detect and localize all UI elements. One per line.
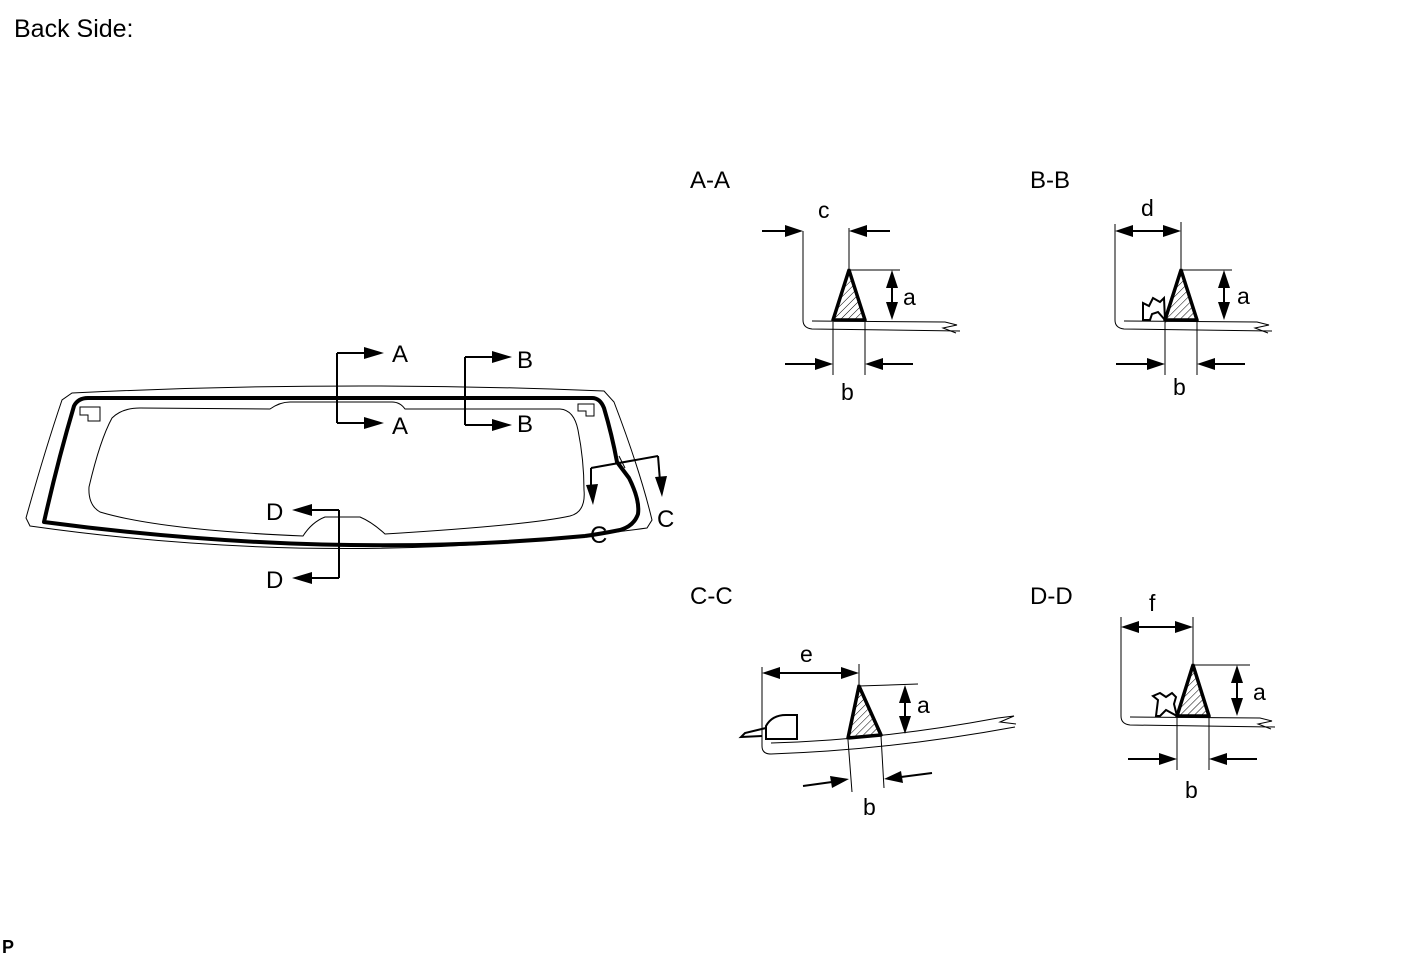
footer-code: P xyxy=(2,937,14,957)
dim-label-e: e xyxy=(800,641,813,667)
section-aa xyxy=(762,225,961,375)
molding-clip xyxy=(738,714,798,740)
dim-label-b: b xyxy=(1185,777,1198,803)
dim-label-b: b xyxy=(863,794,876,820)
cut-label-d-top: D xyxy=(266,499,283,526)
dim-label-a: a xyxy=(903,284,916,310)
cut-label-d-bottom: D xyxy=(266,567,283,594)
urethane-bead xyxy=(831,268,867,322)
section-dd xyxy=(1120,617,1276,770)
clip xyxy=(1151,691,1179,718)
glass-outer-edge xyxy=(25,385,653,550)
section-title-cc: C-C xyxy=(690,583,733,610)
dim-label-b: b xyxy=(1173,374,1186,400)
urethane-bead xyxy=(846,684,883,740)
dim-label-d: d xyxy=(1141,195,1154,221)
section-cc xyxy=(738,664,1017,793)
cut-label-c-right: C xyxy=(657,506,674,533)
dim-label-a: a xyxy=(1237,283,1250,309)
dim-label-b: b xyxy=(841,379,854,405)
section-title-aa: A-A xyxy=(690,167,730,194)
cut-label-b-top: B xyxy=(517,347,533,374)
section-title-dd: D-D xyxy=(1030,583,1073,610)
cut-label-c-lower: C xyxy=(590,522,607,549)
glass-inner-edge xyxy=(88,401,585,537)
section-bb xyxy=(1114,222,1273,375)
cut-line-d xyxy=(292,504,340,584)
cut-label-a-top: A xyxy=(392,341,408,368)
urethane-bead-line xyxy=(42,396,641,548)
cut-label-a-bottom: A xyxy=(392,413,408,440)
corner-mark-left xyxy=(79,406,101,422)
corner-mark-right xyxy=(577,403,595,417)
dim-label-c: c xyxy=(818,197,830,223)
back-glass-overview: A A B B C C D D xyxy=(25,341,674,594)
dim-label-a: a xyxy=(917,692,930,718)
cut-line-b xyxy=(464,351,512,431)
cut-label-b-bottom: B xyxy=(517,411,533,438)
section-title-bb: B-B xyxy=(1030,167,1070,194)
dim-label-a: a xyxy=(1253,679,1266,705)
cut-line-c xyxy=(586,455,667,505)
urethane-bead xyxy=(1175,663,1211,718)
urethane-bead xyxy=(1163,268,1199,322)
page-title: Back Side: xyxy=(14,15,134,43)
cut-line-a xyxy=(336,347,384,429)
clip xyxy=(1142,295,1167,323)
dim-label-f: f xyxy=(1149,590,1156,616)
